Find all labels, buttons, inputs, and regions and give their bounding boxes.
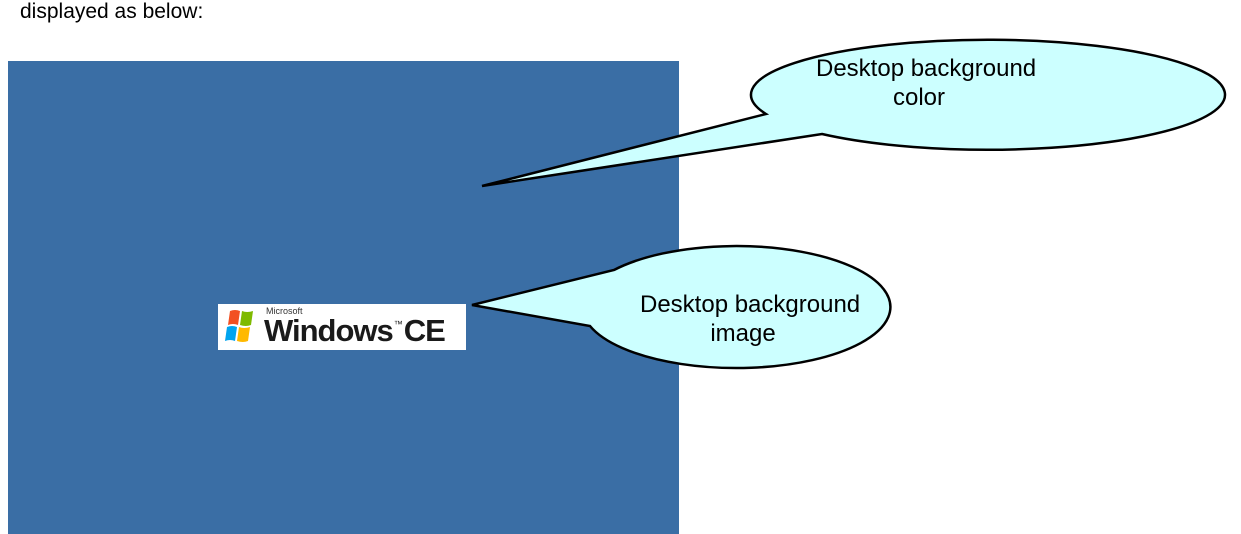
callout-image-line1: Desktop background bbox=[640, 291, 861, 318]
callout-label-image: Desktop background image bbox=[640, 290, 861, 348]
callout-color-line2: color bbox=[892, 84, 946, 111]
desktop-background bbox=[8, 61, 679, 534]
logo-trademark-mark: ™ bbox=[393, 319, 403, 329]
callout-image-line2: image bbox=[710, 320, 776, 347]
windows-ce-logo: Microsoft Windows™CE bbox=[218, 304, 466, 350]
windows-flag-icon bbox=[225, 310, 253, 342]
logo-product-name: Windows™CE bbox=[264, 313, 446, 349]
callout-color-line1: Desktop background bbox=[816, 55, 1037, 82]
callout-label-color: Desktop background color bbox=[816, 54, 1037, 112]
intro-text: displayed as below: bbox=[20, 0, 204, 23]
logo-product-main: Windows bbox=[264, 313, 394, 348]
logo-vendor-text: Microsoft bbox=[266, 306, 303, 316]
logo-product-suffix: CE bbox=[403, 313, 446, 348]
